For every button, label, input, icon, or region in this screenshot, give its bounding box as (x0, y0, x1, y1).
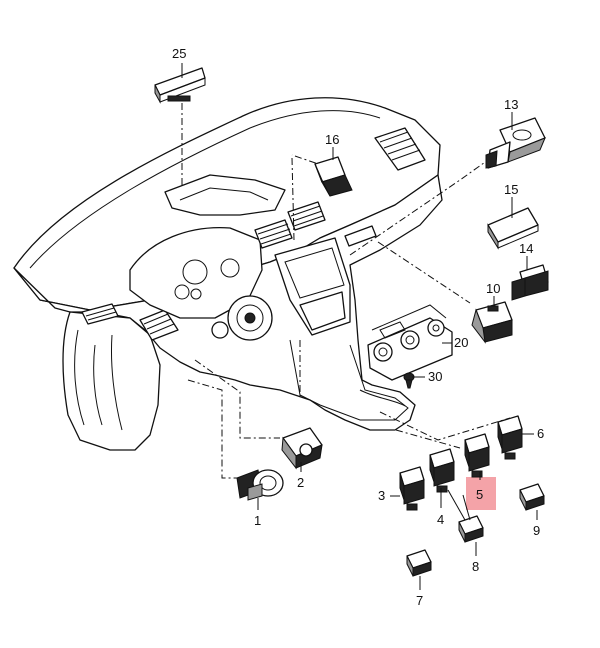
part-2-switch (281, 427, 323, 470)
part-label-20: 20 (454, 335, 468, 350)
part-label-25: 25 (172, 46, 186, 61)
part-label-8: 8 (472, 559, 479, 574)
part-16-switch (314, 156, 353, 197)
part-label-7: 7 (416, 593, 423, 608)
dashboard-panel (13, 97, 443, 451)
part-label-16: 16 (325, 132, 339, 147)
part-label-1: 1 (254, 513, 261, 528)
part-label-14: 14 (519, 241, 533, 256)
part-9-blank-cap (519, 483, 545, 511)
part-13-switch (485, 117, 546, 169)
part-5-switch (464, 433, 490, 478)
part-8-blank-cap (458, 515, 484, 543)
part-label-10: 10 (486, 281, 500, 296)
part-label-5: 5 (476, 487, 483, 502)
part-label-2: 2 (297, 475, 304, 490)
part-labels: 25 16 13 15 14 10 20 30 2 1 3 4 5 6 7 8 … (172, 46, 544, 608)
part-7-blank-cap (406, 549, 432, 577)
part-10-switch (471, 301, 513, 344)
part-20-climate-panel (367, 304, 453, 381)
highlight-box-part-5 (466, 477, 496, 510)
part-4-switch (429, 448, 455, 493)
part-label-3: 3 (378, 488, 385, 503)
part-15-blank (487, 207, 539, 250)
part-3-switch (399, 466, 425, 511)
part-label-13: 13 (504, 97, 518, 112)
part-label-9: 9 (533, 523, 540, 538)
part-label-4: 4 (437, 512, 444, 527)
part-25-cover (154, 67, 206, 104)
part-label-15: 15 (504, 182, 518, 197)
part-1-knob (236, 469, 284, 501)
label-leaders (181, 63, 538, 590)
part-label-6: 6 (537, 426, 544, 441)
part-6-switch (497, 415, 523, 460)
part-label-30: 30 (428, 369, 442, 384)
part-30-screw (403, 372, 415, 389)
part-14-switch (511, 264, 549, 301)
